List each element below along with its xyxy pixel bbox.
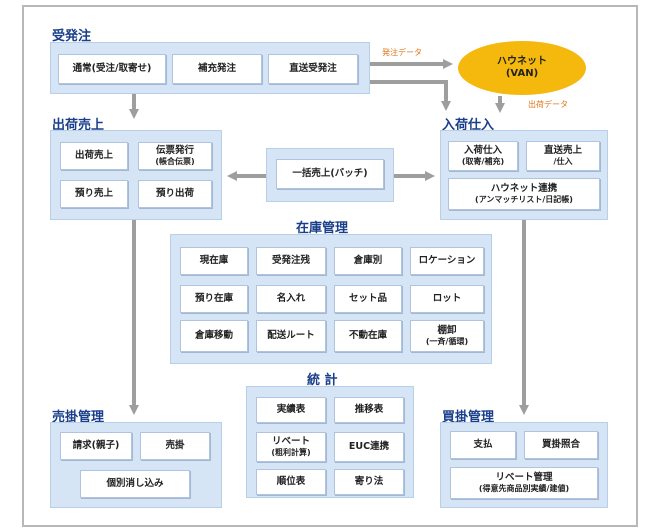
ikkatsu-button[interactable]: 一括売上(バッチ) [276, 159, 384, 189]
zaiko-item-4[interactable]: 預り在庫 [180, 285, 248, 313]
zaiko-title: 在庫管理 [296, 221, 349, 236]
nyuka-item-1[interactable]: 直送売上/仕入 [526, 141, 600, 171]
zaiko-item-8[interactable]: 倉庫移動 [180, 320, 248, 352]
urikake-title: 売掛管理 [52, 410, 105, 425]
zaiko-item-7[interactable]: ロット [410, 285, 484, 313]
toukei-item-0[interactable]: 実績表 [256, 397, 326, 423]
zaiko-item-3[interactable]: ロケーション [410, 247, 484, 275]
nyuka-item-2[interactable]: ハウネット連携(アンマッチリスト/日記帳) [448, 178, 600, 210]
shukka-item-1[interactable]: 伝票発行(帳合伝票) [138, 142, 212, 170]
van-node[interactable]: ハウネット (VAN) [458, 41, 586, 95]
zaiko-item-6[interactable]: セット品 [334, 285, 402, 313]
juhatchu-item-1[interactable]: 補充発注 [172, 54, 262, 84]
juhatchu-item-2[interactable]: 直送受発注 [268, 54, 358, 84]
kaikake-item-0[interactable]: 支払 [450, 431, 516, 459]
shukka-item-3[interactable]: 預り出荷 [138, 180, 212, 208]
toukei-item-1[interactable]: 推移表 [334, 397, 404, 423]
toukei-item-5[interactable]: 寄り法 [334, 469, 404, 495]
toukei-item-2[interactable]: リベート(粗利計算) [256, 432, 326, 462]
kaikake-item-1[interactable]: 買掛照合 [524, 431, 598, 459]
kaikake-title: 買掛管理 [442, 410, 495, 425]
ship-data-label: 出荷データ [528, 100, 568, 109]
nyuka-title: 入荷仕入 [442, 118, 495, 133]
zaiko-item-0[interactable]: 現在庫 [180, 247, 248, 275]
zaiko-item-11[interactable]: 棚卸(一斉/循環) [410, 320, 484, 352]
toukei-title: 統 計 [307, 373, 338, 388]
urikake-item-2[interactable]: 個別消し込み [80, 470, 190, 498]
juhatchu-title: 受発注 [52, 29, 92, 44]
zaiko-item-5[interactable]: 名入れ [256, 285, 326, 313]
juhatchu-item-0[interactable]: 通常(受注/取寄せ) [58, 54, 166, 84]
urikake-item-1[interactable]: 売掛 [140, 432, 210, 460]
zaiko-item-1[interactable]: 受発注残 [256, 247, 326, 275]
van-line2: (VAN) [505, 68, 539, 79]
toukei-item-3[interactable]: EUC連携 [334, 432, 404, 462]
zaiko-item-10[interactable]: 不動在庫 [334, 320, 402, 352]
shukka-item-2[interactable]: 預り売上 [60, 180, 128, 208]
van-line1: ハウネット [497, 55, 547, 67]
shukka-item-0[interactable]: 出荷売上 [60, 142, 128, 170]
arrow-order-to-nyuka [370, 80, 451, 111]
nyuka-item-0[interactable]: 入荷仕入(取寄/補充) [448, 141, 518, 171]
order-data-label: 発注データ [382, 48, 422, 57]
kaikake-item-2[interactable]: リベート管理(得意先商品別実績/建値) [450, 467, 598, 499]
zaiko-item-9[interactable]: 配送ルート [256, 320, 326, 352]
urikake-item-0[interactable]: 請求(親子) [60, 432, 132, 460]
toukei-item-4[interactable]: 順位表 [256, 469, 326, 495]
zaiko-item-2[interactable]: 倉庫別 [334, 247, 402, 275]
shukka-title: 出荷売上 [52, 118, 105, 133]
